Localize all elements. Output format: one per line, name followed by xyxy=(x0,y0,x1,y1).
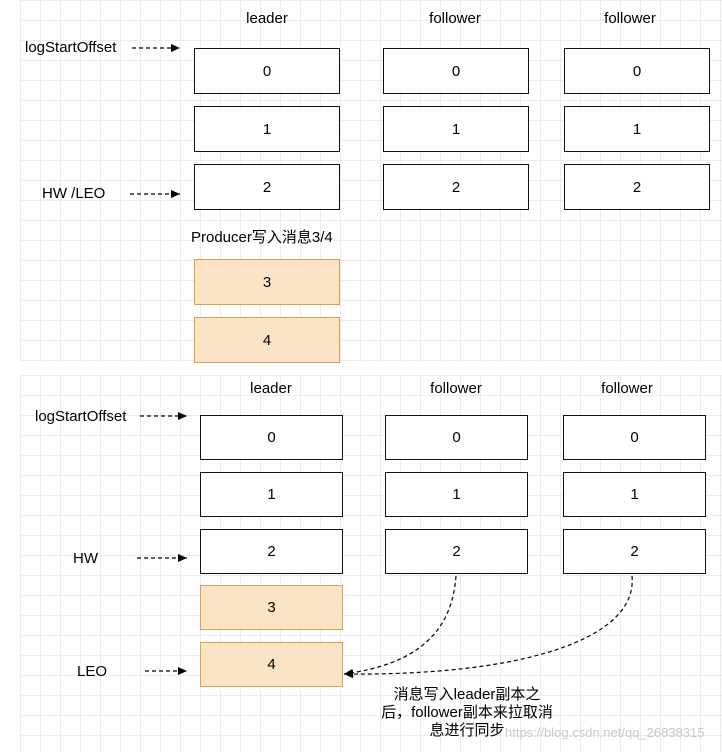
sync-note-line-3: 息进行同步 xyxy=(429,722,505,739)
follower-header-1: follower xyxy=(429,10,481,27)
follower2-offset-1: 1 xyxy=(564,106,710,152)
log-start-offset-label: logStartOffset xyxy=(25,39,117,56)
leader-offset-4-bottom: 4 xyxy=(200,642,343,687)
follower2-offset-0-bottom: 0 xyxy=(563,415,706,460)
log-start-offset-label-bottom: logStartOffset xyxy=(35,408,127,425)
follower-header-bottom-2: follower xyxy=(601,380,653,397)
watermark: https://blog.csdn.net/qq_26838315 xyxy=(505,725,705,740)
follower2-offset-1-bottom: 1 xyxy=(563,472,706,517)
follower1-offset-0: 0 xyxy=(383,48,529,94)
hw-label: HW xyxy=(73,550,98,567)
new-message-4: 4 xyxy=(194,317,340,363)
leader-header: leader xyxy=(246,10,288,27)
hw-leo-label: HW /LEO xyxy=(42,185,106,202)
follower1-offset-1-bottom: 1 xyxy=(385,472,528,517)
leader-offset-0-bottom: 0 xyxy=(200,415,343,460)
leader-offset-0: 0 xyxy=(194,48,340,94)
sync-note-line-1: 消息写入leader副本之 xyxy=(393,686,541,703)
leo-label: LEO xyxy=(77,663,108,680)
leader-offset-2: 2 xyxy=(194,164,340,210)
follower1-offset-2: 2 xyxy=(383,164,529,210)
follower2-offset-0: 0 xyxy=(564,48,710,94)
follower1-offset-2-bottom: 2 xyxy=(385,529,528,574)
sync-note: 消息写入leader副本之 后，follower副本来拉取消 息进行同步 xyxy=(367,686,567,740)
new-message-3: 3 xyxy=(194,259,340,305)
leader-header-bottom: leader xyxy=(250,380,292,397)
follower1-offset-0-bottom: 0 xyxy=(385,415,528,460)
follower-header-bottom-1: follower xyxy=(430,380,482,397)
producer-caption: Producer写入消息3/4 xyxy=(191,229,333,246)
leader-offset-1-bottom: 1 xyxy=(200,472,343,517)
leader-offset-2-bottom: 2 xyxy=(200,529,343,574)
follower2-offset-2: 2 xyxy=(564,164,710,210)
follower1-offset-1: 1 xyxy=(383,106,529,152)
sync-note-line-2: 后，follower副本来拉取消 xyxy=(381,704,553,721)
leader-offset-3-bottom: 3 xyxy=(200,585,343,630)
follower2-offset-2-bottom: 2 xyxy=(563,529,706,574)
leader-offset-1: 1 xyxy=(194,106,340,152)
follower-header-2: follower xyxy=(604,10,656,27)
